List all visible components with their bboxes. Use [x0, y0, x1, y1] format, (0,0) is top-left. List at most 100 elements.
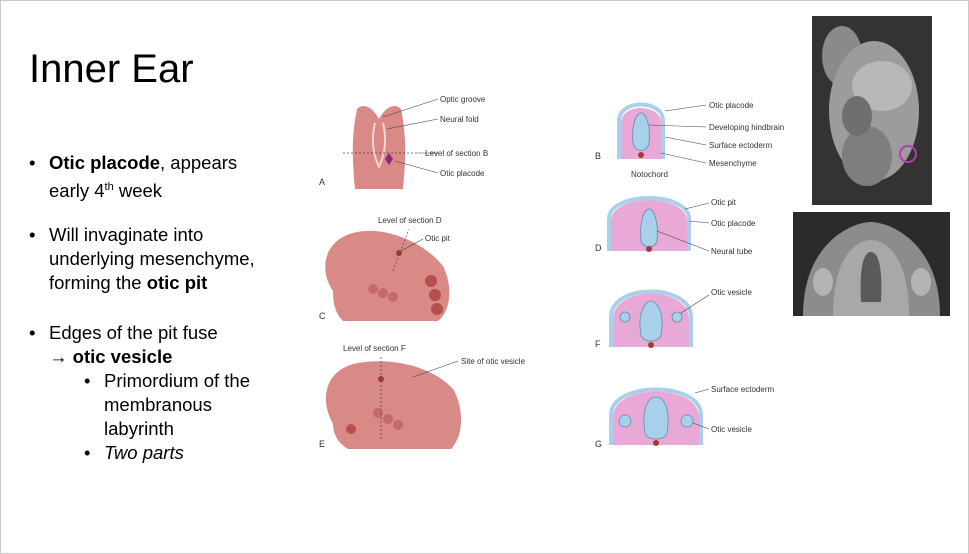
- label-level-section-b: Level of section B: [425, 149, 488, 158]
- bullet-text: Primordium of the: [104, 370, 250, 391]
- sem-photo-embryo: [812, 16, 932, 205]
- somite: [425, 275, 437, 287]
- bullet-text: membranous: [104, 394, 212, 415]
- arch: [378, 288, 388, 298]
- label-otic-placode: Otic placode: [440, 169, 485, 178]
- figure-panel-c: Level of section D Otic pit C: [319, 216, 451, 321]
- panel-letter-b: B: [595, 151, 601, 161]
- label-otic-pit: Otic pit: [711, 198, 737, 207]
- figure-panel-d: Otic pit Otic placode Neural tube D: [595, 196, 756, 256]
- bullet-text: labyrinth: [104, 418, 174, 439]
- sem-photo-embryo-image: [812, 16, 932, 205]
- arch: [383, 414, 393, 424]
- figure-panel-g: Surface ectoderm Otic vesicle G: [595, 385, 774, 449]
- leader-line: [656, 230, 710, 252]
- surface-ectoderm: [607, 196, 691, 251]
- sem-photo-section-image: [793, 212, 950, 316]
- arch: [393, 420, 403, 430]
- label-surface-ectoderm: Surface ectoderm: [709, 141, 772, 150]
- bullet-text: , appears: [160, 152, 238, 173]
- subbullet-two-parts: Two parts: [84, 441, 184, 465]
- bullet-invaginate: Will invaginate into underlying mesenchy…: [29, 223, 255, 295]
- figure-panel-e: Level of section F Site of otic vesicle …: [319, 344, 526, 449]
- leader-line: [400, 238, 424, 252]
- panel-letter-d: D: [595, 243, 602, 253]
- label-neural-tube: Neural tube: [711, 247, 753, 256]
- term-otic-pit: otic pit: [146, 272, 208, 293]
- bullet-text: early 4: [49, 180, 105, 202]
- slide-title: Inner Ear: [29, 47, 194, 91]
- label-otic-vesicle: Otic vesicle: [711, 425, 752, 434]
- bullet-text: Two parts: [104, 442, 184, 463]
- notochord-mark: [648, 342, 654, 348]
- label-otic-pit: Otic pit: [425, 234, 451, 243]
- panel-letter-e: E: [319, 439, 325, 449]
- otic-vesicle-right: [671, 311, 683, 323]
- label-optic-groove: Optic groove: [440, 95, 486, 104]
- somite: [431, 303, 443, 315]
- label-neural-fold: Neural fold: [440, 115, 479, 124]
- label-notochord: Notochord: [631, 170, 668, 179]
- bullet-text: forming the: [49, 272, 147, 293]
- otic-vesicle-right: [680, 414, 694, 428]
- arrow-glyph: →: [49, 346, 73, 367]
- leader-line: [382, 98, 439, 118]
- surface-ectoderm: [617, 102, 665, 159]
- notochord-mark: [638, 152, 644, 158]
- figure-panel-a: Optic groove Neural fold Level of sectio…: [319, 95, 488, 189]
- leader-line: [412, 360, 459, 378]
- somite: [429, 289, 441, 301]
- eye-mark: [346, 424, 356, 434]
- embryo-head-dorsal: [352, 106, 406, 189]
- label-developing-hindbrain: Developing hindbrain: [709, 123, 784, 132]
- neural-fold: [371, 122, 387, 170]
- panel-letter-c: C: [319, 311, 326, 321]
- arch: [368, 284, 378, 294]
- leader-line: [648, 124, 707, 128]
- notochord-mark: [653, 440, 659, 446]
- label-surface-ectoderm: Surface ectoderm: [711, 385, 774, 394]
- figure-panel-b: Otic placode Developing hindbrain Surfac…: [595, 101, 784, 179]
- bullet-text: week: [113, 180, 163, 202]
- panel-letter-f: F: [595, 339, 601, 349]
- label-mesenchyme: Mesenchyme: [709, 159, 757, 168]
- leader-line: [660, 152, 707, 164]
- leader-line: [664, 104, 707, 112]
- highlight-circle: [899, 145, 917, 163]
- bullet-text: underlying mesenchyme,: [49, 248, 255, 269]
- figure-panel-f: Otic vesicle F: [595, 288, 752, 349]
- superscript: th: [104, 181, 114, 193]
- leader-line: [386, 118, 439, 130]
- leader-line: [680, 294, 710, 314]
- bullet-text: Edges of the pit fuse: [49, 322, 218, 343]
- label-otic-placode: Otic placode: [711, 219, 756, 228]
- leader-line: [688, 220, 710, 224]
- neural-tube: [640, 208, 658, 248]
- surface-ectoderm: [609, 289, 693, 347]
- bullet-otic-placode: Otic placode, appears early 4th week: [29, 151, 238, 203]
- arch: [373, 408, 383, 418]
- label-level-section-f: Level of section F: [343, 344, 406, 353]
- neural-tube: [643, 396, 669, 440]
- panel-letter-a: A: [319, 177, 325, 187]
- label-otic-placode: Otic placode: [709, 101, 754, 110]
- otic-vesicle-left: [619, 311, 631, 323]
- subbullet-primordium: Primordium of the membranous labyrinth: [84, 369, 250, 441]
- embryo-lateral: [325, 230, 450, 321]
- leader-line: [394, 160, 439, 174]
- label-otic-vesicle: Otic vesicle: [711, 288, 752, 297]
- leader-line: [684, 202, 710, 210]
- hindbrain: [632, 112, 650, 151]
- label-site-otic-vesicle: Site of otic vesicle: [461, 357, 526, 366]
- otic-vesicle-left: [618, 414, 632, 428]
- leader-line: [664, 136, 707, 146]
- leader-line: [692, 422, 710, 430]
- notochord-mark: [646, 246, 652, 252]
- neural-tube: [639, 300, 663, 342]
- panel-letter-g: G: [595, 439, 602, 449]
- term-otic-placode: Otic placode: [49, 152, 161, 173]
- bullet-edges-fuse: Edges of the pit fuse → otic vesicle: [29, 321, 218, 369]
- otic-placode-mark: [385, 153, 393, 165]
- arch: [388, 292, 398, 302]
